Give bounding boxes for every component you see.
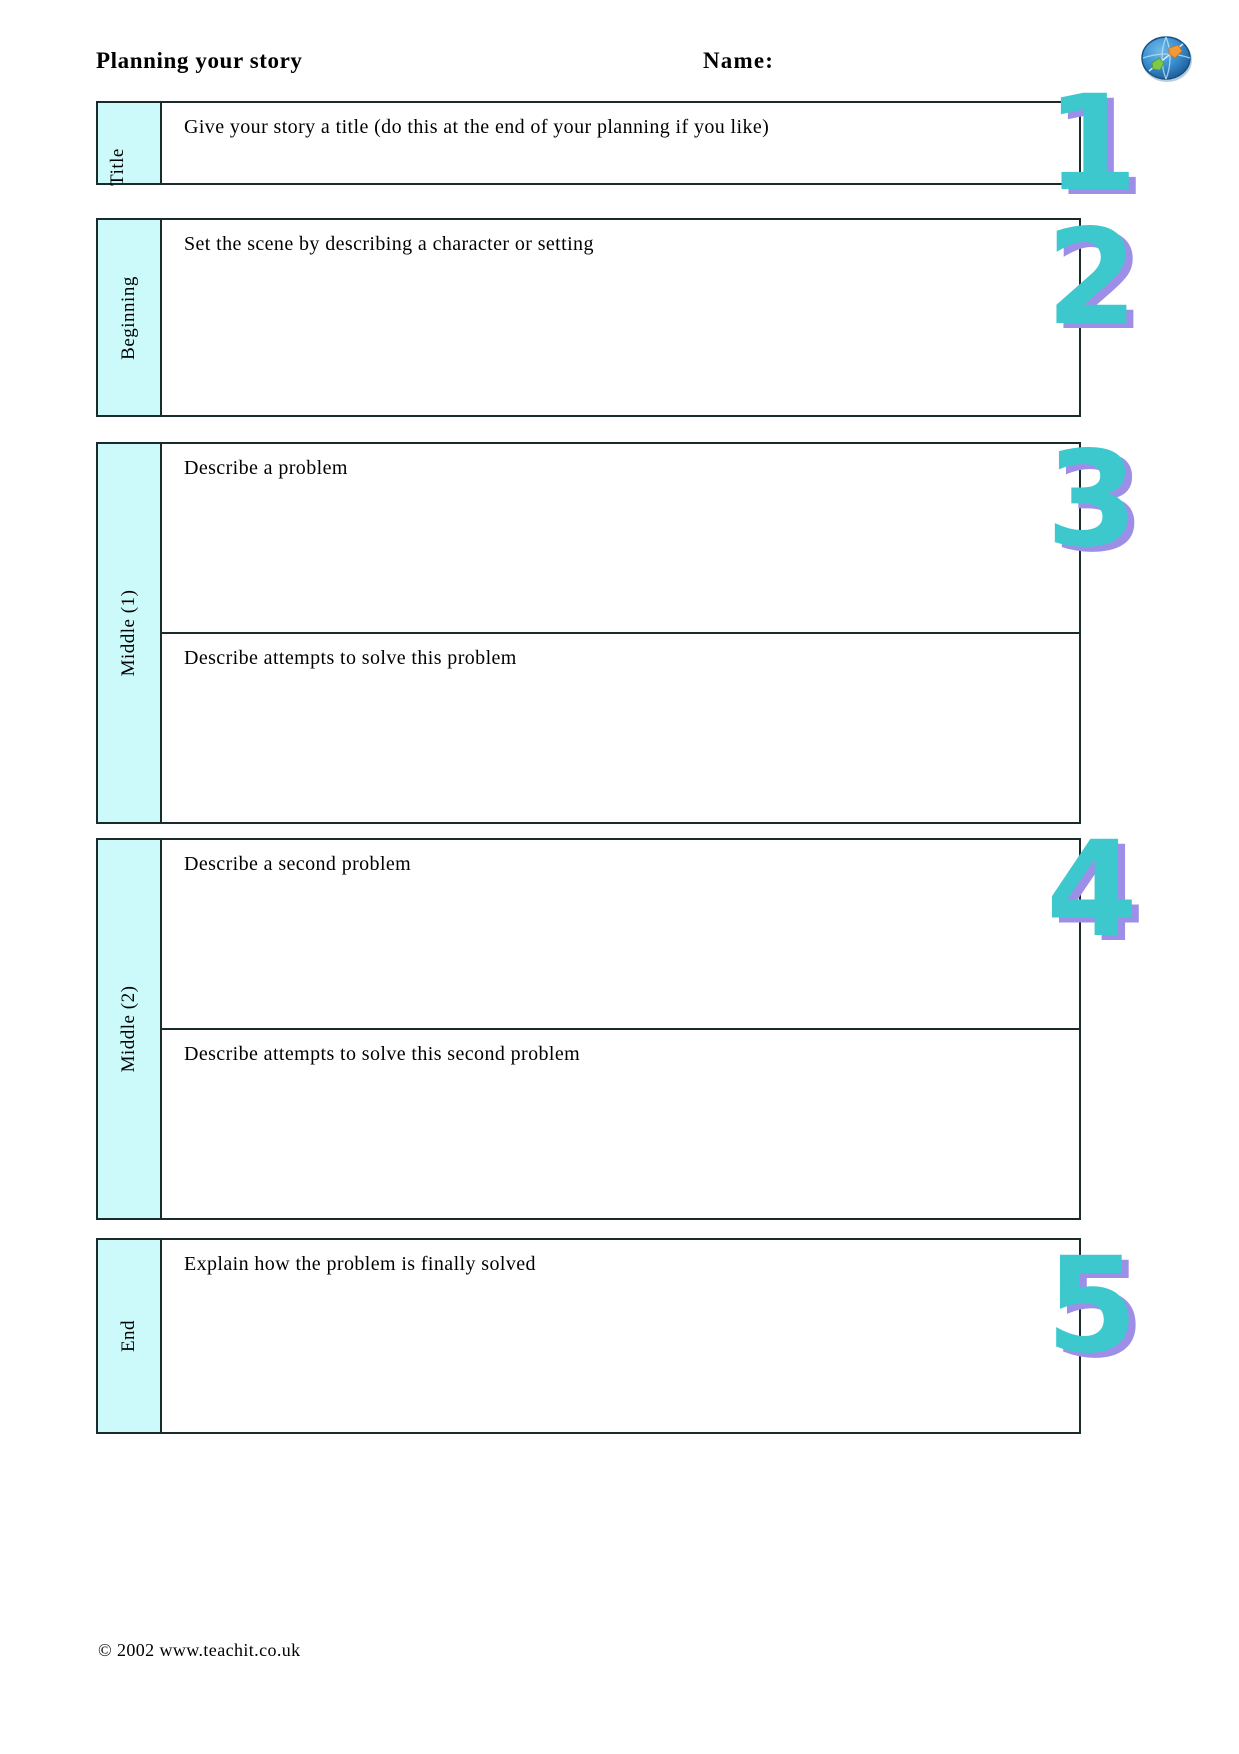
- answer-area-problem-1[interactable]: Describe a problem: [162, 444, 1079, 632]
- prompt-text: Describe a problem: [184, 457, 348, 479]
- section-label-end: End: [118, 1319, 139, 1353]
- section-end: End Explain how the problem is finally s…: [96, 1238, 1081, 1434]
- section-middle-1: Middle (1) Describe a problem Describe a…: [96, 442, 1081, 824]
- page-title: Planning your story: [96, 48, 303, 73]
- answer-area-beginning[interactable]: Set the scene by describing a character …: [162, 220, 1079, 415]
- answer-area-end[interactable]: Explain how the problem is finally solve…: [162, 1240, 1079, 1432]
- step-number-1: 1: [1046, 67, 1138, 221]
- prompt-text: Describe attempts to solve this problem: [184, 647, 517, 669]
- section-content-beginning: Set the scene by describing a character …: [162, 220, 1079, 415]
- step-number-5: 5: [1046, 1229, 1138, 1383]
- section-beginning: Beginning Set the scene by describing a …: [96, 218, 1081, 417]
- section-label-cell-middle-2: Middle (2): [98, 840, 162, 1218]
- answer-area-title[interactable]: Give your story a title (do this at the …: [162, 103, 1079, 183]
- section-label-beginning: Beginning: [118, 275, 139, 360]
- section-content-title: Give your story a title (do this at the …: [162, 103, 1079, 183]
- section-label-cell-middle-1: Middle (1): [98, 444, 162, 822]
- answer-area-problem-2[interactable]: Describe a second problem: [162, 840, 1079, 1028]
- name-field-label: Name:: [703, 48, 775, 73]
- prompt-text: Describe attempts to solve this second p…: [184, 1043, 581, 1065]
- section-content-middle-2: Describe a second problem Describe attem…: [162, 840, 1079, 1218]
- section-content-middle-1: Describe a problem Describe attempts to …: [162, 444, 1079, 822]
- section-label-cell-title: Title: [98, 103, 162, 186]
- section-content-end: Explain how the problem is finally solve…: [162, 1240, 1079, 1432]
- section-title: Title Give your story a title (do this a…: [96, 101, 1081, 186]
- globe-logo-icon: [1138, 30, 1196, 88]
- page-header: Planning your story Name:: [96, 48, 1156, 88]
- step-number-3: 3: [1046, 423, 1138, 577]
- answer-area-attempts-2[interactable]: Describe attempts to solve this second p…: [162, 1028, 1079, 1218]
- step-number-4: 4: [1046, 813, 1138, 967]
- section-label-title: Title: [107, 148, 128, 186]
- prompt-text: Describe a second problem: [184, 853, 412, 875]
- section-label-cell-beginning: Beginning: [98, 220, 162, 415]
- prompt-text: Explain how the problem is finally solve…: [184, 1253, 536, 1275]
- section-middle-2: Middle (2) Describe a second problem Des…: [96, 838, 1081, 1220]
- prompt-text: Give your story a title (do this at the …: [184, 116, 770, 138]
- footer-copyright: © 2002 www.teachit.co.uk: [98, 1640, 301, 1660]
- section-label-middle-1: Middle (1): [118, 589, 139, 677]
- answer-area-attempts-1[interactable]: Describe attempts to solve this problem: [162, 632, 1079, 822]
- section-label-cell-end: End: [98, 1240, 162, 1432]
- prompt-text: Set the scene by describing a character …: [184, 233, 594, 255]
- section-label-middle-2: Middle (2): [118, 985, 139, 1073]
- step-number-2: 2: [1046, 201, 1138, 355]
